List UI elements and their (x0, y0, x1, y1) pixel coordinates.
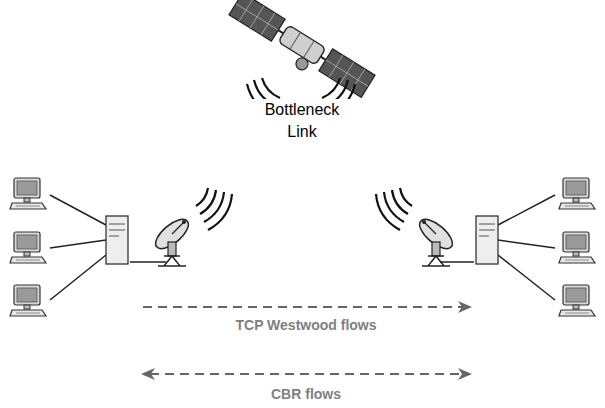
link-label: Bottleneck Link (249, 99, 355, 142)
server (476, 216, 498, 264)
computer (559, 285, 595, 316)
computer (559, 178, 595, 209)
radio-waves (196, 188, 232, 230)
server (106, 216, 128, 264)
computer (559, 232, 595, 263)
radio-waves (376, 188, 412, 230)
computer (10, 178, 46, 209)
flow-label: TCP Westwood flows (232, 316, 379, 335)
flow-label: CBR flows (268, 385, 344, 404)
flow-arrow (143, 301, 472, 313)
flow-arrow (141, 368, 472, 380)
satellite-dish (415, 214, 457, 266)
wires (50, 195, 555, 300)
computer (10, 285, 46, 316)
computer (10, 232, 46, 263)
satellite-dish (151, 214, 193, 266)
